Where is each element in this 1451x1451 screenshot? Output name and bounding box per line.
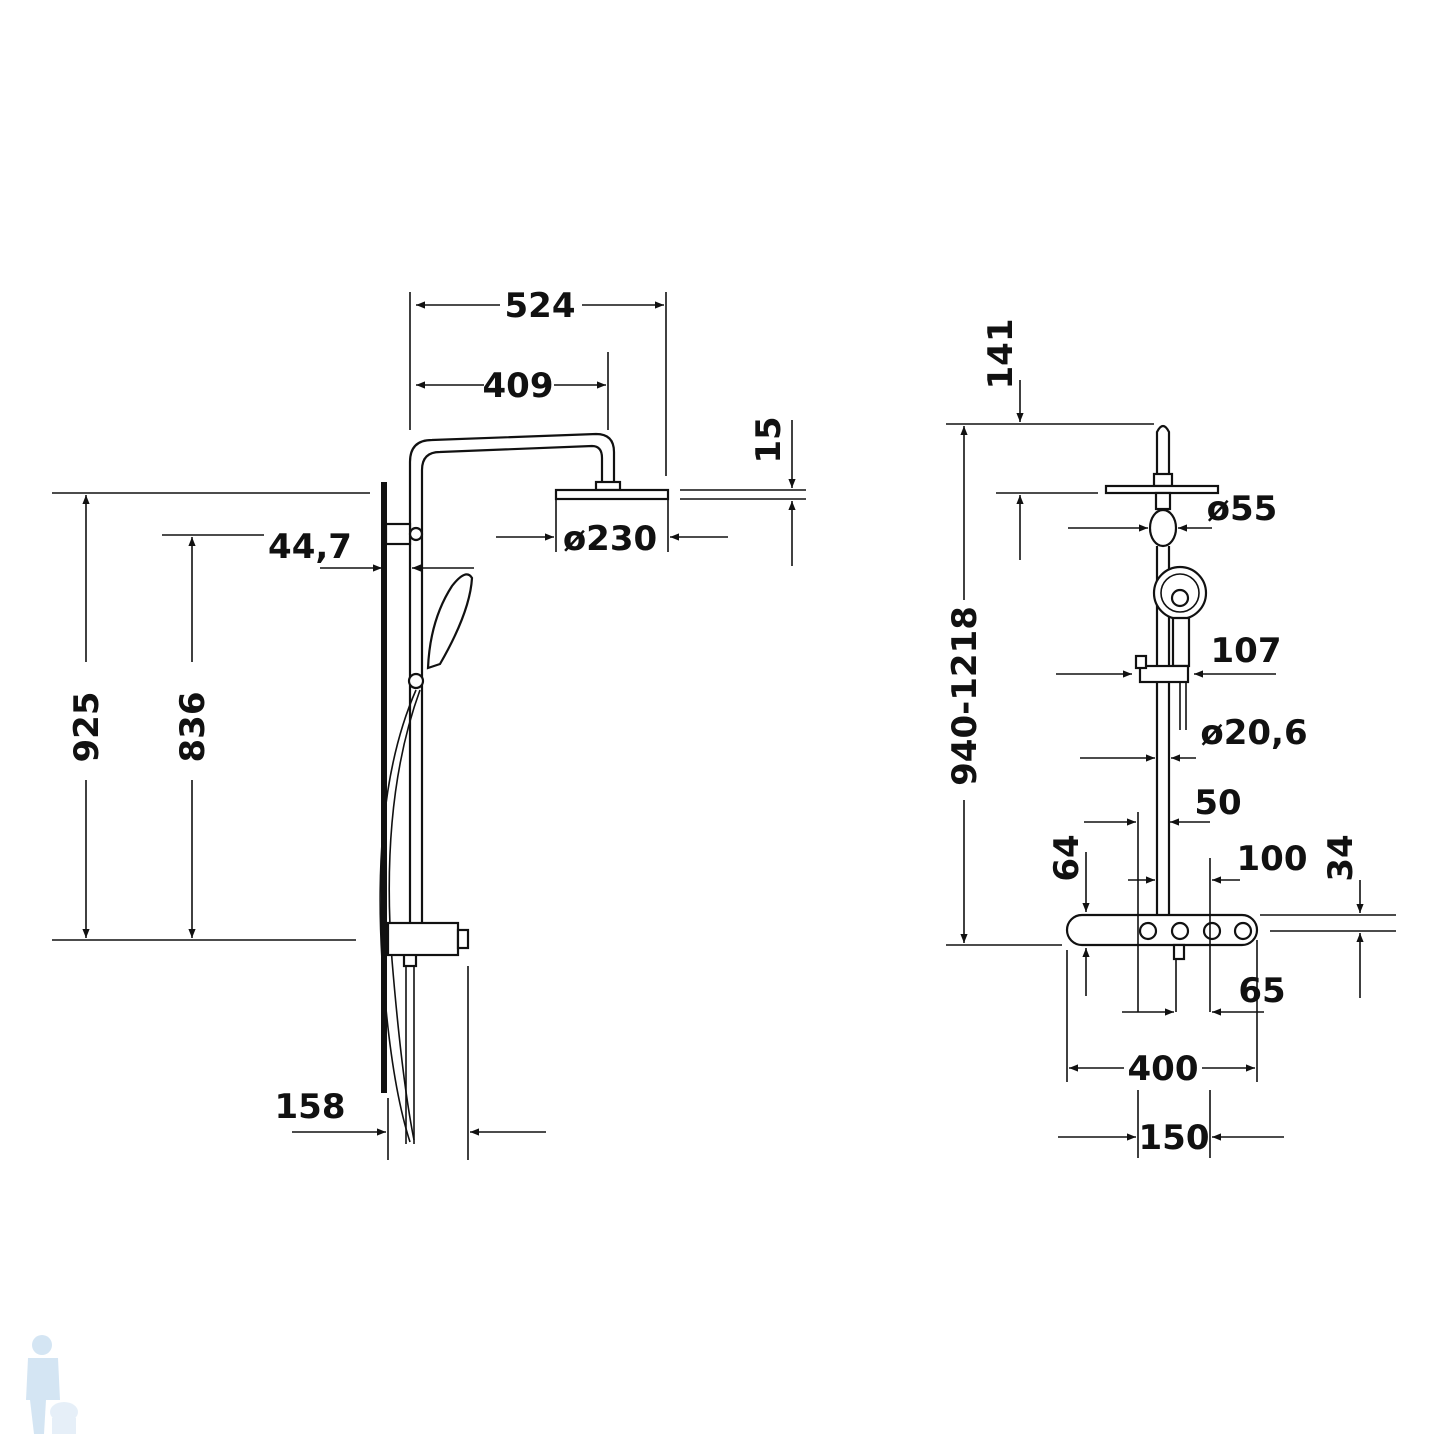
control-right — [1202, 921, 1222, 941]
shower-arm-inner — [420, 444, 604, 520]
hose — [379, 689, 417, 1143]
joint — [1148, 508, 1178, 548]
dim-836-label: 836 — [173, 692, 213, 763]
control-center — [1170, 921, 1190, 941]
dim-230-label: ø230 — [563, 519, 657, 559]
hand-shower-ring — [1160, 573, 1200, 613]
dim-150-label: 150 — [1139, 1118, 1210, 1158]
top-arm — [1155, 424, 1171, 480]
dim-64-label: 64 — [1047, 834, 1087, 881]
control-end — [1233, 921, 1253, 941]
hand-shower-handle — [1171, 616, 1191, 668]
plumber-logo — [26, 1335, 78, 1434]
dim-940-1218-label: 940-1218 — [945, 606, 985, 786]
thermostat-body — [386, 921, 460, 957]
slider-knob — [407, 672, 425, 690]
thermostat-shelf — [1065, 913, 1259, 947]
dim-34-label: 34 — [1321, 834, 1361, 881]
arm-collar — [1152, 472, 1174, 488]
dim-55-label: ø55 — [1207, 489, 1278, 529]
outlet — [1172, 943, 1186, 961]
dim-524-label: 524 — [505, 286, 576, 326]
shower-arm — [408, 432, 616, 520]
hand-shower-center — [1170, 588, 1190, 608]
dim-925-label: 925 — [67, 692, 107, 763]
slider-knob — [1134, 654, 1148, 670]
dim-50-label: 50 — [1194, 783, 1241, 823]
slider — [1138, 664, 1190, 684]
head-connector — [594, 480, 622, 492]
side-view: 524 409 15 ø230 44,7 925 836 — [52, 286, 806, 1160]
wall-bracket — [384, 522, 412, 546]
dim-400-label: 400 — [1128, 1049, 1199, 1089]
dim-44-7-label: 44,7 — [268, 527, 352, 567]
dim-15-label: 15 — [749, 416, 789, 463]
thermostat-knob — [456, 928, 470, 950]
dim-107-label: 107 — [1211, 631, 1282, 671]
dim-65-label: 65 — [1238, 971, 1285, 1011]
control-left — [1138, 921, 1158, 941]
dim-409-label: 409 — [483, 366, 554, 406]
dim-100-label: 100 — [1237, 839, 1308, 879]
dim-158-label: 158 — [275, 1087, 346, 1127]
head-shower — [554, 488, 670, 501]
dim-20-6-label: ø20,6 — [1200, 713, 1307, 753]
front-view: 141 ø55 940-1218 107 ø20,6 50 64 10 — [945, 319, 1396, 1158]
bracket-knob — [408, 526, 424, 542]
head-neck — [1154, 491, 1172, 511]
dim-141-label: 141 — [981, 319, 1021, 390]
hand-shower — [426, 573, 474, 670]
